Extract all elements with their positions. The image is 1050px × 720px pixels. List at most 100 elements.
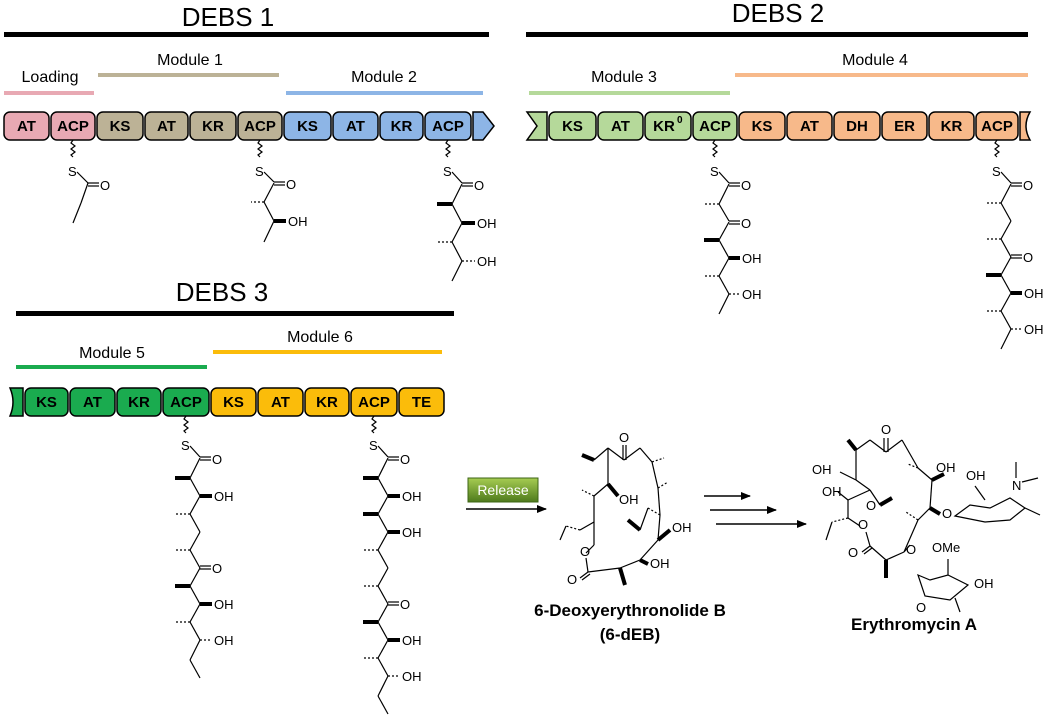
atom-label: OH bbox=[402, 669, 422, 684]
debs2-header: DEBS 2 bbox=[526, 0, 1028, 37]
atom-label: O bbox=[567, 572, 577, 587]
release-step: Release bbox=[466, 477, 547, 513]
atom-label: O bbox=[1023, 178, 1033, 193]
atom-label: OMe bbox=[932, 540, 960, 555]
module-labels: Loading Module 1 Module 2 Module 3 Modul… bbox=[4, 52, 1028, 369]
phosphopantetheine-wavy bbox=[371, 415, 377, 434]
domain-box bbox=[597, 111, 644, 141]
debs3-domains: KS AT KR ACP KS AT KR ACP TE bbox=[8, 387, 445, 417]
atom-label: O bbox=[286, 177, 296, 192]
domain-label: ACP bbox=[358, 394, 390, 411]
domain-box bbox=[304, 387, 350, 417]
intermediate-1: S O bbox=[68, 139, 110, 224]
domain-box bbox=[210, 387, 257, 417]
module3-label: Module 3 bbox=[591, 69, 657, 86]
debs1-end-arrow bbox=[472, 111, 495, 141]
atom-label: OH bbox=[214, 633, 234, 648]
atom-label: O bbox=[474, 178, 484, 193]
domain-label: KS bbox=[752, 118, 773, 135]
atom-label: OH bbox=[672, 520, 692, 535]
module5-line bbox=[16, 365, 207, 369]
atom-label: O bbox=[1023, 250, 1033, 265]
domain-label: AT bbox=[271, 394, 290, 411]
domain-label: ACP bbox=[170, 394, 202, 411]
domain-label: KR bbox=[653, 118, 675, 135]
domain-box bbox=[881, 111, 928, 141]
atom-label: OH bbox=[1024, 286, 1044, 301]
atom-label: O bbox=[906, 542, 916, 557]
atom-label: OH bbox=[619, 492, 639, 507]
domain-label: AT bbox=[83, 394, 102, 411]
domain-label: KR bbox=[316, 394, 338, 411]
atom-label: S bbox=[992, 164, 1001, 179]
atom-label: OH bbox=[650, 556, 670, 571]
domain-label: AT bbox=[17, 118, 36, 135]
atom-label: O bbox=[212, 561, 222, 576]
domain-box bbox=[379, 111, 424, 141]
intermediate-7: S O OH OH O OH OH bbox=[363, 415, 422, 715]
domain-box bbox=[332, 111, 379, 141]
atom-label: S bbox=[68, 164, 77, 179]
module5-label: Module 5 bbox=[79, 345, 145, 362]
domain-label: ACP bbox=[244, 118, 276, 135]
phosphopantetheine-wavy bbox=[70, 139, 76, 158]
domain-box bbox=[144, 111, 189, 141]
atom-label: OH bbox=[974, 576, 994, 591]
module6-line bbox=[213, 350, 442, 354]
domain-label: ACP bbox=[981, 118, 1013, 135]
domain-label: KS bbox=[297, 118, 318, 135]
atom-label: S bbox=[710, 164, 719, 179]
debs3-title: DEBS 3 bbox=[176, 277, 269, 307]
module2-line bbox=[286, 91, 483, 95]
domain-label: KS bbox=[562, 118, 583, 135]
domain-label: KS bbox=[223, 394, 244, 411]
domain-label: KR bbox=[202, 118, 224, 135]
module4-label: Module 4 bbox=[842, 52, 908, 69]
domain-label: KR bbox=[128, 394, 150, 411]
domain-box bbox=[116, 387, 162, 417]
atom-label: O bbox=[741, 178, 751, 193]
erythromycin-structure: O OH OH O O O O OH O bbox=[812, 422, 1041, 615]
domain-box bbox=[257, 387, 304, 417]
module1-label: Module 1 bbox=[157, 52, 223, 69]
intermediate-3: S O OH OH bbox=[437, 139, 497, 282]
domain-box bbox=[189, 111, 237, 141]
atom-label: O bbox=[916, 600, 926, 615]
phosphopantetheine-wavy bbox=[994, 139, 1000, 158]
domain-label: AT bbox=[157, 118, 176, 135]
debs1-domains: AT ACP KS AT KR ACP KS AT KR ACP bbox=[3, 111, 495, 141]
domain-box bbox=[833, 111, 881, 141]
atom-label: O bbox=[848, 545, 858, 560]
module6-label: Module 6 bbox=[287, 329, 353, 346]
kr0-superscript: 0 bbox=[677, 115, 683, 126]
atom-label: OH bbox=[402, 633, 422, 648]
debs2-start-notch bbox=[525, 111, 548, 141]
debs1-header: DEBS 1 bbox=[4, 2, 489, 37]
debs3-bar bbox=[16, 311, 454, 316]
domain-label: ACP bbox=[57, 118, 89, 135]
atom-label: O bbox=[100, 178, 110, 193]
domain-label: ACP bbox=[432, 118, 464, 135]
multistep-arrows bbox=[704, 492, 807, 528]
atom-label: OH bbox=[477, 216, 497, 231]
loading-label: Loading bbox=[22, 69, 79, 86]
atom-label: OH bbox=[214, 597, 234, 612]
domain-box bbox=[644, 111, 692, 141]
domain-box bbox=[3, 111, 50, 141]
debs2-end-cap bbox=[1019, 111, 1032, 141]
domain-box bbox=[24, 387, 69, 417]
deb-caption: 6-Deoxyerythronolide B (6-dEB) bbox=[534, 601, 726, 644]
release-badge bbox=[467, 477, 539, 503]
phosphopantetheine-wavy bbox=[712, 139, 718, 158]
domain-box bbox=[928, 111, 975, 141]
domain-box bbox=[548, 111, 597, 141]
atom-label: OH bbox=[214, 489, 234, 504]
domain-box bbox=[398, 387, 445, 417]
atom-label: OH bbox=[742, 287, 762, 302]
debs1-title: DEBS 1 bbox=[182, 2, 275, 32]
debs2-title: DEBS 2 bbox=[732, 0, 825, 28]
atom-label: O bbox=[942, 506, 952, 521]
deb-structure: O OH O O OH OH bbox=[559, 430, 692, 587]
deb-abbreviation: (6-dEB) bbox=[600, 625, 660, 644]
